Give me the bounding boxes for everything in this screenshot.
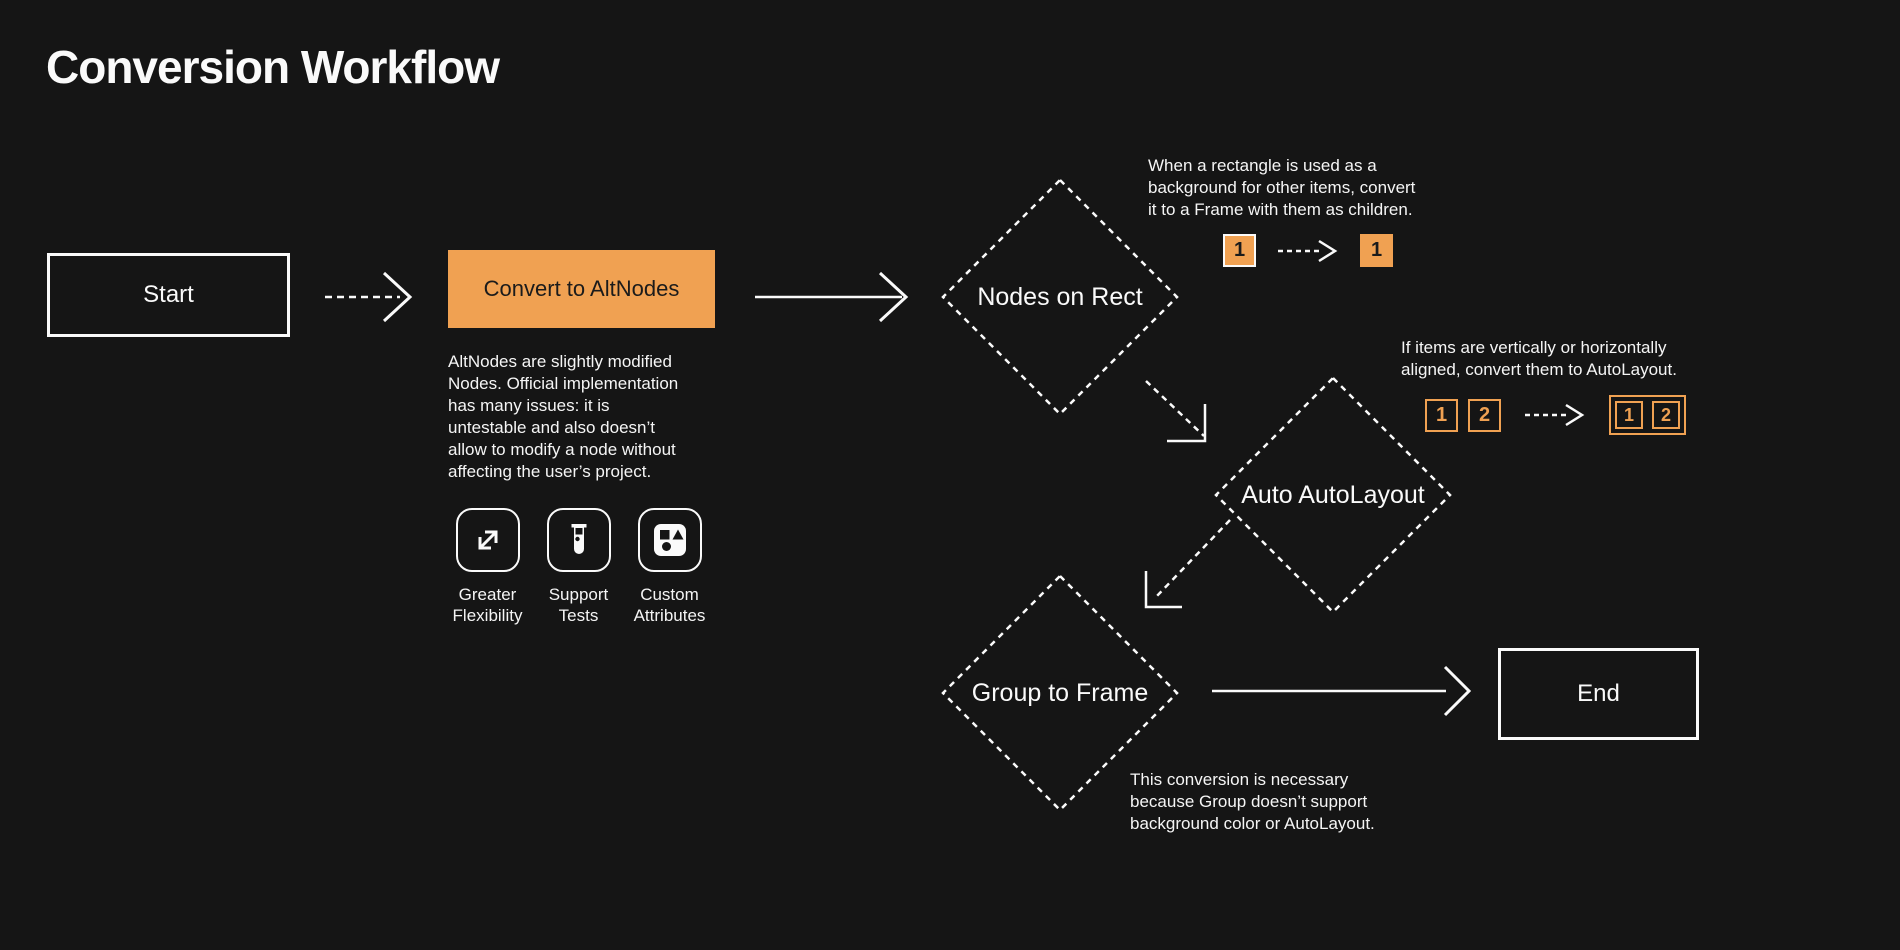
autolayout-example-after-chip-2: 2 <box>1652 401 1680 429</box>
feature-custom-attributes: Custom Attributes <box>624 508 715 626</box>
test-tube-icon <box>546 508 611 572</box>
convert-node-label: Convert to AltNodes <box>483 276 680 301</box>
start-node-label: Start <box>143 281 194 308</box>
nodes-on-rect-label: Nodes on Rect <box>977 282 1143 311</box>
altnodes-features: Greater Flexibility Support Tests <box>442 508 715 626</box>
feature-support-tests: Support Tests <box>533 508 624 626</box>
page-title: Conversion Workflow <box>46 41 500 93</box>
rect-example: 1 1 <box>1223 234 1393 267</box>
end-node: End <box>1498 648 1699 740</box>
autolayout-example: 1 2 1 2 <box>1425 395 1686 435</box>
auto-autolayout-note: If items are vertically or horizontally … <box>1401 338 1677 379</box>
auto-autolayout-node: Auto AutoLayout <box>1213 375 1453 615</box>
arrow-start-to-convert <box>325 271 413 323</box>
nodes-on-rect-note: When a rectangle is used as a background… <box>1148 156 1416 219</box>
end-node-label: End <box>1577 680 1620 707</box>
small-dashed-arrow-icon <box>1525 403 1585 427</box>
group-to-frame-label: Group to Frame <box>971 678 1149 707</box>
start-node: Start <box>47 253 290 337</box>
group-to-frame-note: This conversion is necessary because Gro… <box>1130 770 1375 833</box>
autolayout-example-after-chip-1: 1 <box>1615 401 1643 429</box>
rect-example-after-chip: 1 <box>1360 234 1393 267</box>
shapes-icon <box>637 508 702 572</box>
nodes-on-rect-node: Nodes on Rect <box>940 177 1180 417</box>
feature-greater-flexibility: Greater Flexibility <box>442 508 533 626</box>
autolayout-example-before-chip-2: 2 <box>1468 398 1501 432</box>
feature-label: Support Tests <box>548 585 609 625</box>
convert-to-altnodes-node: Convert to AltNodes <box>448 250 715 328</box>
altnodes-description: AltNodes are slightly modified Nodes. Of… <box>448 352 679 481</box>
arrow-rect-to-autolayout <box>1145 380 1207 443</box>
arrow-convert-to-rect <box>755 271 909 323</box>
feature-label: Custom Attributes <box>633 585 706 625</box>
auto-autolayout-label: Auto AutoLayout <box>1241 480 1425 509</box>
autolayout-example-before-chip-1: 1 <box>1425 398 1458 432</box>
arrow-autolayout-to-group <box>1144 519 1231 609</box>
feature-label: Greater Flexibility <box>452 585 523 625</box>
rect-example-before-chip: 1 <box>1223 234 1256 267</box>
small-dashed-arrow-icon <box>1278 239 1338 262</box>
group-to-frame-node: Group to Frame <box>940 573 1180 813</box>
autolayout-example-after-group: 1 2 <box>1609 395 1686 435</box>
expand-arrows-icon <box>455 508 520 572</box>
arrow-group-to-end <box>1212 665 1472 717</box>
